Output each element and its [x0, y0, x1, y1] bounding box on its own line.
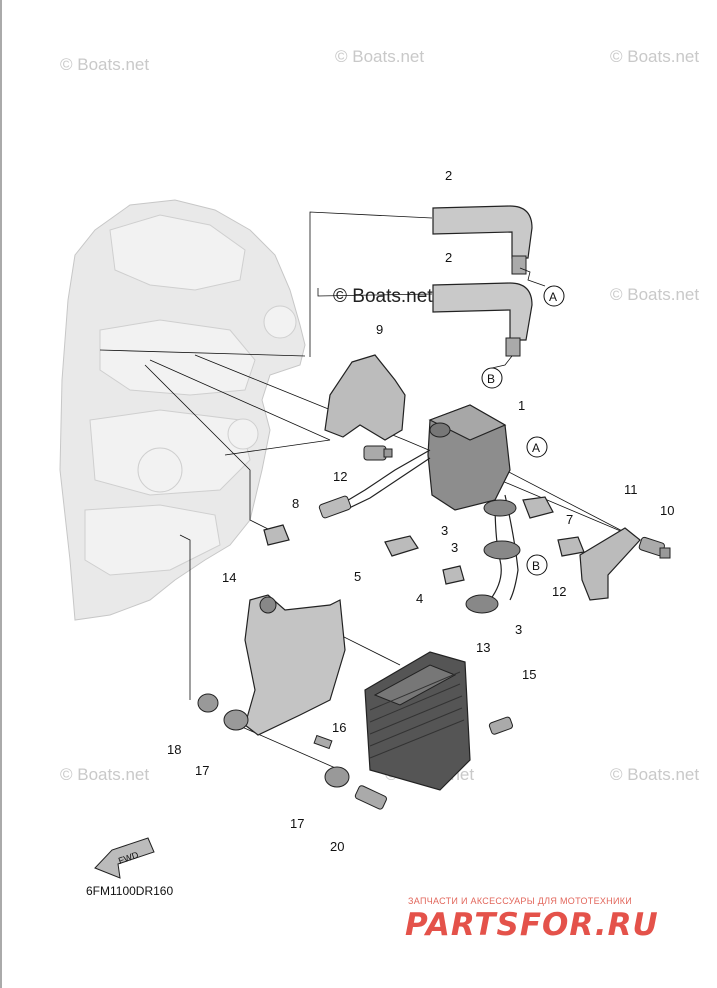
footer-brand-logo: PARTSFOR.RU: [405, 907, 659, 943]
part-label: 8: [292, 496, 299, 511]
fwd-arrow-icon: FWD: [94, 837, 155, 879]
callout-label: B: [487, 372, 495, 386]
part-label: 7: [566, 512, 573, 527]
watermark: © Boats.net: [610, 285, 699, 304]
bolt-16: [313, 734, 333, 750]
callouts: A B A B: [481, 267, 565, 576]
part-label: 2: [445, 168, 452, 183]
collar-19: [197, 693, 219, 713]
grommets: [465, 494, 521, 614]
part-label: 15: [522, 667, 536, 682]
part-label: 17: [195, 763, 209, 778]
part-label: 3: [451, 540, 458, 555]
collar-17: [324, 766, 350, 788]
bolt-20: [354, 785, 387, 810]
watermark: © Boats.net: [60, 55, 149, 74]
bolt-12: [363, 445, 393, 461]
watermark: © Boats.net: [335, 47, 424, 66]
part-label: 4: [416, 591, 423, 606]
diagram-code: 6FM1100DR160: [86, 884, 173, 898]
part-label: 13: [476, 640, 490, 655]
engine-block: [59, 199, 306, 621]
part-label: 12: [552, 584, 566, 599]
bolt-8: [638, 536, 671, 559]
part-label: 3: [515, 622, 522, 637]
part-label: 12: [333, 469, 347, 484]
part-label: 18: [167, 742, 181, 757]
spark-plug-cap-lower: [432, 282, 533, 357]
clip-11: [557, 536, 585, 557]
spark-plug-cap-upper: [432, 205, 533, 275]
rectifier-regulator: [364, 651, 471, 791]
part-label: 20: [330, 839, 344, 854]
coil-bracket: [324, 354, 406, 441]
clip-4: [442, 565, 465, 585]
part-label: 1: [518, 398, 525, 413]
callout-label: A: [532, 441, 540, 455]
part-labels: 2 2 9 1 12 8 3 3 7 5 4 3 11 10 12 14 13 …: [167, 168, 674, 854]
grommet-18: [223, 709, 249, 731]
part-label: 11: [624, 482, 638, 497]
watermark: © Boats.net: [60, 765, 149, 784]
callout-label: B: [532, 559, 540, 573]
bracket-15: [244, 594, 346, 736]
part-label: 14: [222, 570, 236, 585]
part-label: 16: [332, 720, 346, 735]
part-label: 10: [660, 503, 674, 518]
bracket-10: [579, 527, 641, 601]
part-label: 17: [290, 816, 304, 831]
part-label: 3: [441, 523, 448, 538]
clip-7: [263, 524, 290, 546]
part-label: 5: [354, 569, 361, 584]
callout-label: A: [549, 290, 557, 304]
watermark: © Boats.net: [610, 765, 699, 784]
part-label: 9: [376, 322, 383, 337]
bolt-14: [488, 716, 513, 735]
watermark: © Boats.net: [610, 47, 699, 66]
footer-note: ЗАПЧАСТИ И АКСЕССУАРЫ ДЛЯ МОТОТЕХНИКИ: [408, 896, 633, 906]
clip-6: [522, 496, 554, 519]
part-label: 2: [445, 250, 452, 265]
watermark-main: © Boats.net: [333, 286, 433, 307]
clip-5: [384, 535, 419, 557]
